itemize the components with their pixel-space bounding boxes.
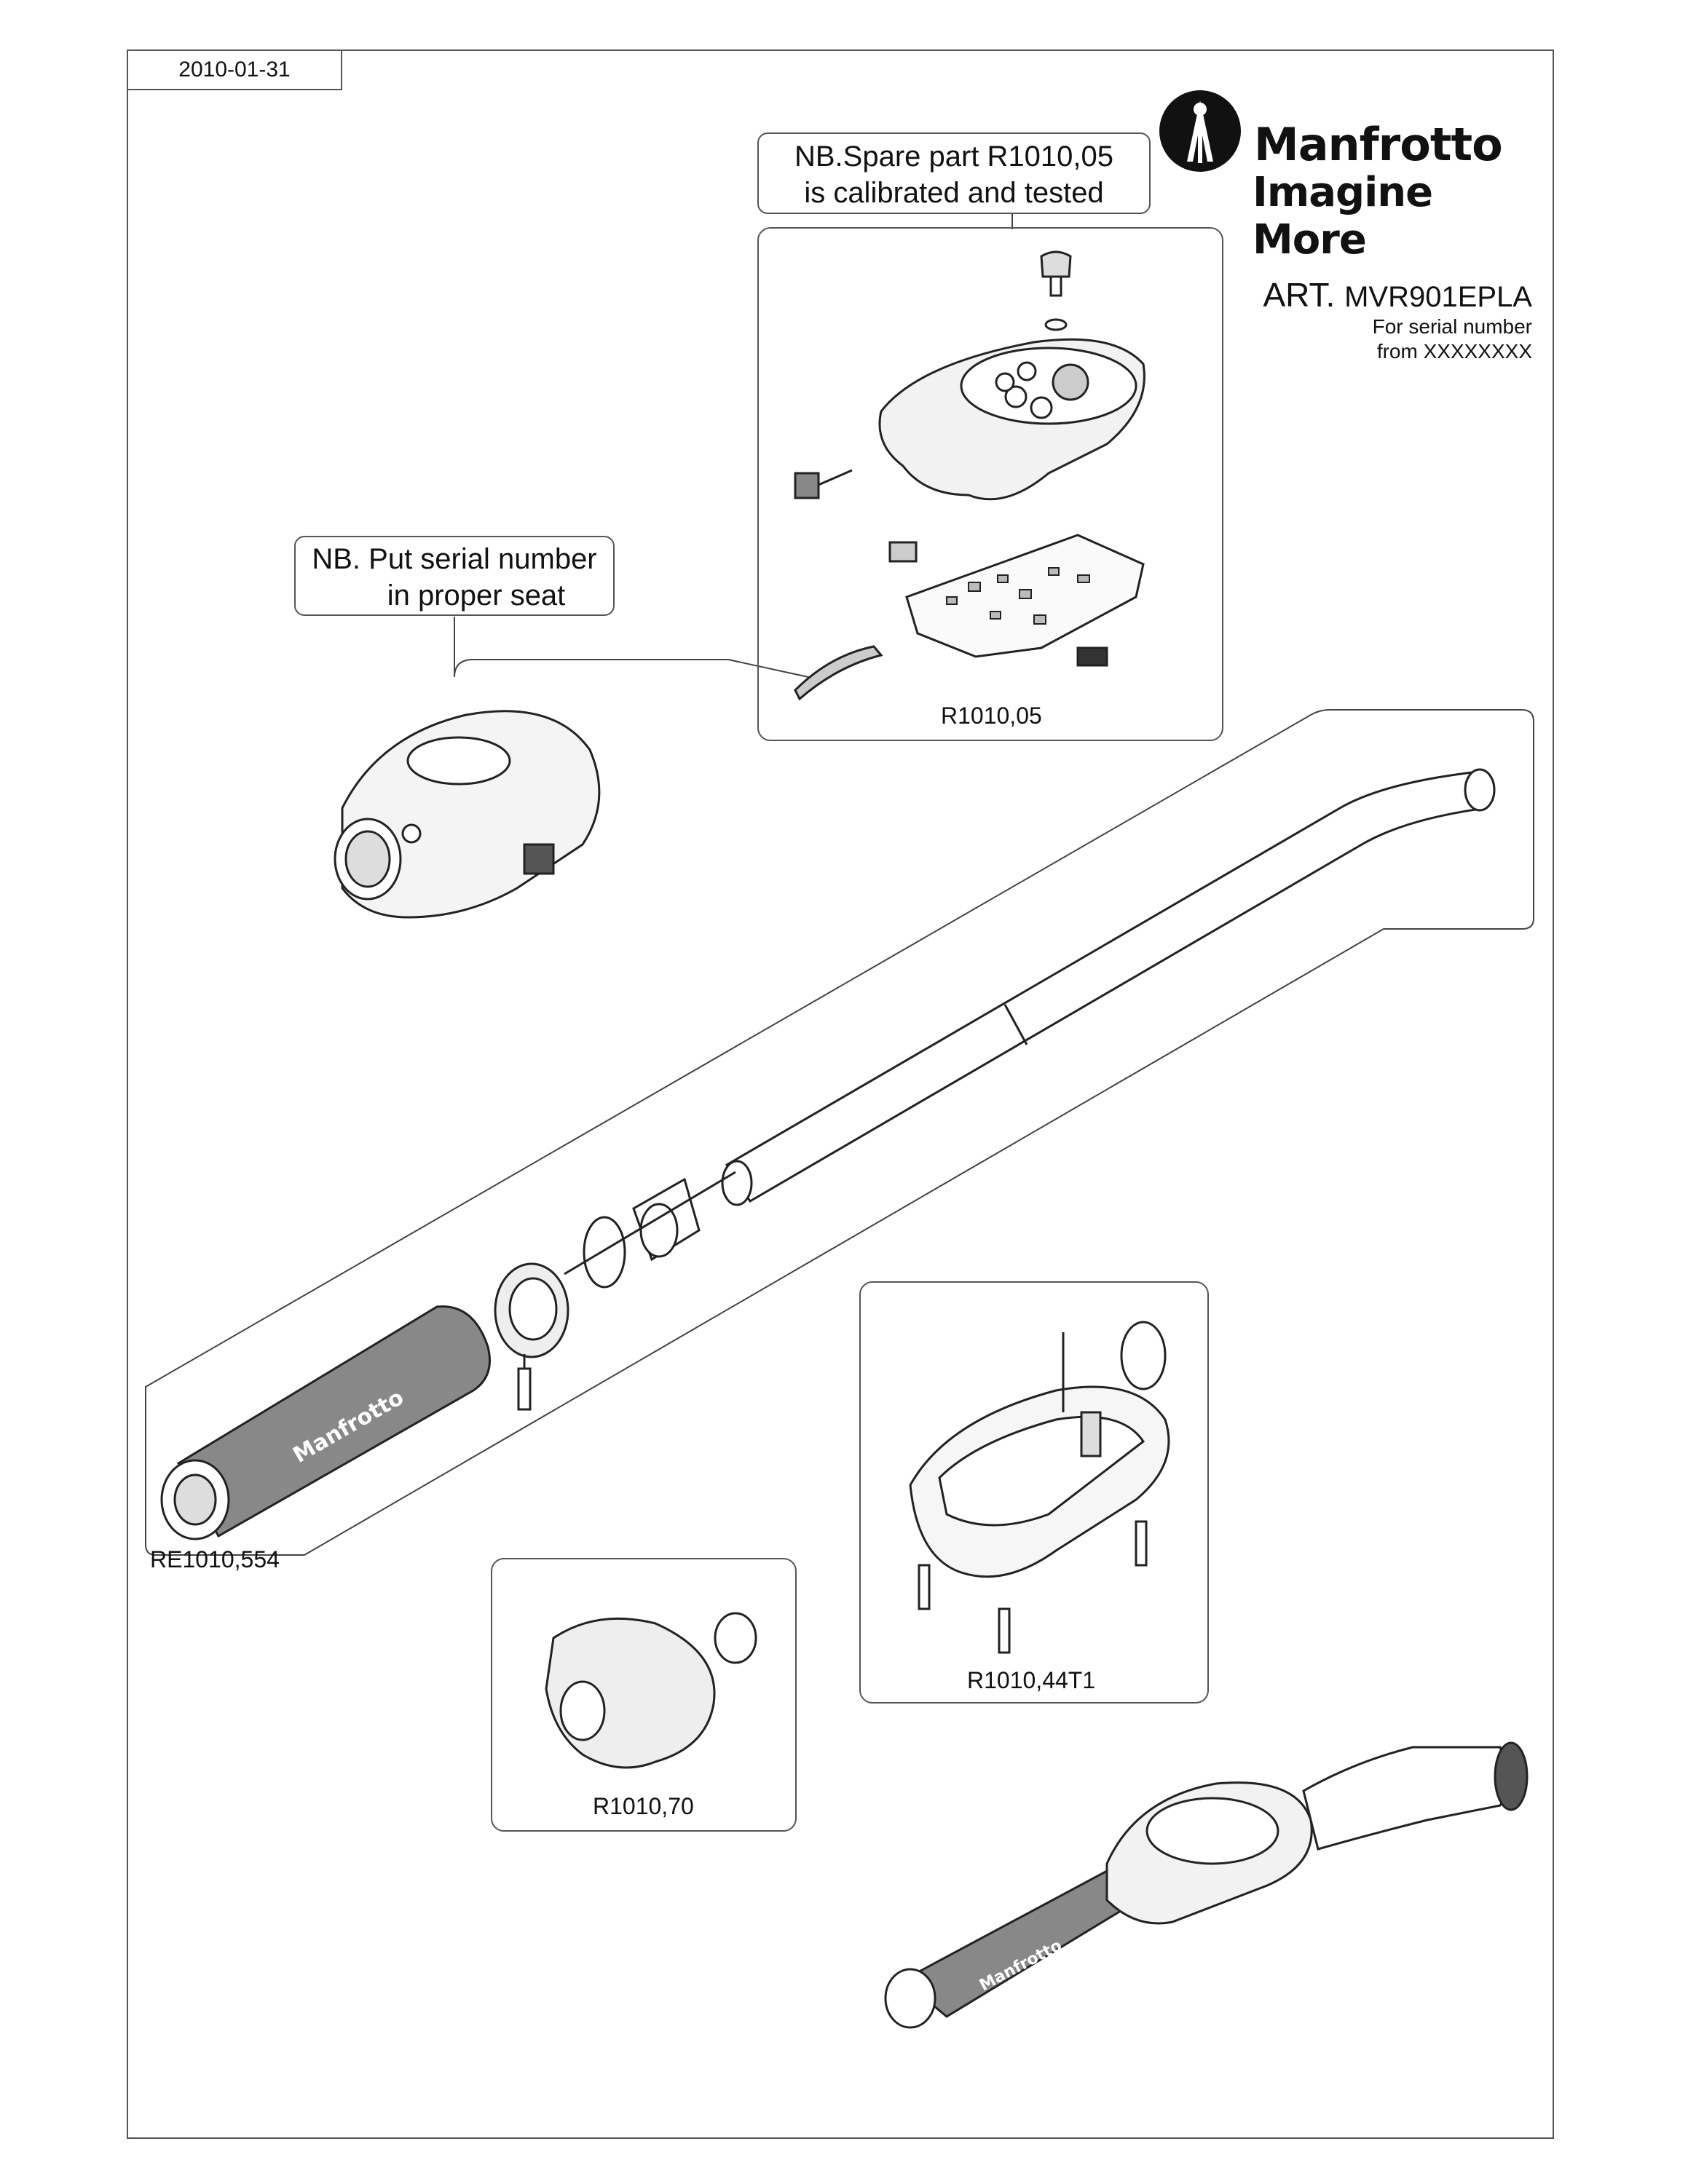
spare-part-note: NB.Spare part R1010,05 is calibrated and… xyxy=(757,132,1151,214)
article-line: ART. MVR901EPLA xyxy=(1263,275,1532,314)
brand-block: Manfrotto Imagine More xyxy=(1158,87,1537,264)
serial-seat-note: NB. Put serial number in proper seat xyxy=(294,536,615,616)
part-box-housing xyxy=(859,1281,1209,1704)
brand-tagline: Imagine More xyxy=(1253,169,1433,264)
part-box-control-unit xyxy=(757,227,1223,741)
grip-icon xyxy=(176,1305,491,1538)
part-label-tube-grip: RE1010,554 xyxy=(150,1546,280,1572)
part-label-control-unit: R1010,05 xyxy=(941,703,1042,729)
serial-line-1: For serial number xyxy=(1372,315,1532,338)
cover-parts xyxy=(545,1612,757,1769)
part-label-housing: R1010,44T1 xyxy=(967,1667,1096,1693)
part-label-cover: R1010,70 xyxy=(593,1793,694,1819)
serial-leader-line xyxy=(454,617,809,678)
clip-ring-icon xyxy=(583,1216,626,1289)
control-unit-parts xyxy=(794,250,1145,701)
housing-parts xyxy=(909,1321,1170,1654)
assembled-device: Manfrotto xyxy=(884,1741,1529,2029)
article-code: MVR901EPLA xyxy=(1344,281,1532,313)
serial-plate-icon xyxy=(794,645,883,701)
tube-parts xyxy=(494,768,1496,1411)
revision-date: 2010-01-31 xyxy=(127,50,342,90)
brand-name: Manfrotto xyxy=(1254,118,1503,171)
spare-part-note-line-1: NB.Spare part R1010,05 xyxy=(794,141,1114,173)
thumbwheel-icon xyxy=(794,472,820,499)
serial-seat-note-line-1: NB. Put serial number xyxy=(312,543,597,575)
drawing-frame xyxy=(127,50,1554,2139)
part-box-cover xyxy=(491,1558,797,1832)
assembled-head-unit xyxy=(334,710,601,919)
o-ring-icon xyxy=(1120,1321,1167,1390)
knob-top-icon xyxy=(1040,250,1072,278)
article-prefix: ART. xyxy=(1263,276,1336,314)
serial-seat-note-line-2: in proper seat xyxy=(387,579,566,612)
grip-assembly: Manfrotto xyxy=(160,1305,491,1540)
switch-icon xyxy=(1076,646,1108,667)
article-info: ART. MVR901EPLA For serial number from X… xyxy=(1263,275,1532,364)
manfrotto-logo-icon xyxy=(1159,90,1241,172)
spare-part-note-line-2: is calibrated and tested xyxy=(804,177,1104,209)
screw-icon xyxy=(918,1564,931,1610)
serial-line-2: from XXXXXXXX xyxy=(1376,340,1532,363)
tube-leader-outline xyxy=(145,709,1534,1556)
cover-ring-icon xyxy=(714,1612,757,1664)
